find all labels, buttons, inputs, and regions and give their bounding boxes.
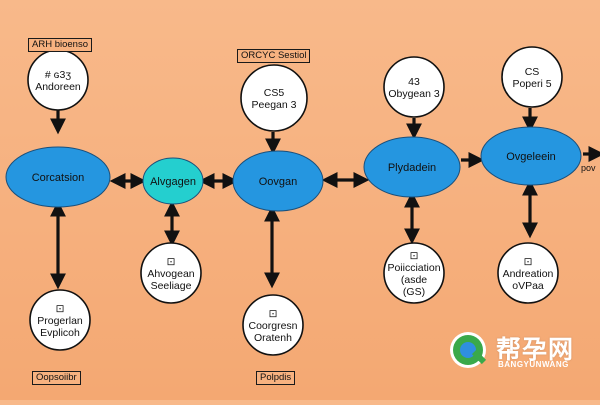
- logo-text-cn: 帮孕网: [496, 335, 575, 364]
- logo-mark-icon: [450, 332, 487, 368]
- nodes-group: Corcatsion Alvgagen Oovgan Plydadein Ovgelee…: [5, 46, 582, 356]
- detail-node-text-s6-2: Seeliage: [151, 280, 192, 292]
- detail-node-s2[interactable]: [240, 64, 308, 132]
- bottom-label-center: Polpdis: [256, 371, 296, 385]
- top-label-left: ARH bioenso: [28, 38, 92, 52]
- detail-node-s6[interactable]: [140, 242, 202, 304]
- detail-node-text-s7-2: Oratenh: [254, 332, 292, 344]
- detail-node-text-s1-0: # ԍ3ʒ: [45, 69, 71, 81]
- watermark-logo: 帮孕网 BANGYUNWANG: [446, 328, 596, 376]
- detail-node-s3[interactable]: [383, 56, 445, 118]
- edges-group: [50, 108, 600, 290]
- detail-node-s7[interactable]: [242, 294, 304, 356]
- detail-node-s5[interactable]: [29, 289, 91, 351]
- top-label-center: ORCYC Sestiol: [237, 49, 311, 63]
- main-node-m5[interactable]: [480, 126, 582, 186]
- detail-node-s4[interactable]: [501, 46, 563, 108]
- main-node-label-m2: Alvgagen: [150, 176, 196, 188]
- main-node-label-m5: Ovgeleein: [506, 151, 556, 163]
- detail-node-s8[interactable]: [383, 242, 445, 304]
- detail-node-text-s7-1: Coorgresn: [248, 320, 297, 332]
- main-node-m4[interactable]: [363, 136, 461, 198]
- detail-node-text-s3-0: 43: [408, 76, 420, 88]
- detail-node-text-s8-3: (GS): [403, 286, 425, 298]
- detail-node-text-s7-0: ⊡: [269, 308, 278, 320]
- detail-node-text-s5-1: Progerlan: [37, 315, 83, 327]
- main-node-label-m3: Oovgan: [259, 176, 298, 188]
- detail-node-text-s8-2: (asde: [401, 274, 427, 286]
- detail-node-text-s2-0: CS5: [264, 87, 285, 99]
- detail-node-text-s2-1: Peegan 3: [252, 99, 297, 111]
- detail-node-text-s9-0: ⊡: [524, 256, 533, 268]
- detail-node-text-s9-2: oVPaa: [512, 280, 544, 292]
- detail-node-text-s8-0: ⊡: [410, 250, 419, 262]
- detail-node-text-s5-0: ⊡: [56, 303, 65, 315]
- main-node-m1[interactable]: [5, 146, 111, 208]
- detail-node-text-s1-1: Andoreen: [35, 81, 81, 93]
- detail-node-text-s5-2: Evplicoh: [40, 327, 80, 339]
- detail-node-text-s3-1: Obygean 3: [388, 88, 440, 100]
- main-node-label-m4: Plydadein: [388, 162, 436, 174]
- detail-node-s9[interactable]: [497, 242, 559, 304]
- logo-text-en: BANGYUNWANG: [498, 360, 569, 369]
- detail-node-text-s9-1: Andreation: [503, 268, 554, 280]
- detail-node-text-s6-0: ⊡: [167, 256, 176, 268]
- detail-node-text-s8-1: Poiicciation: [387, 262, 440, 274]
- detail-node-text-s4-1: Poperi 5: [512, 78, 551, 90]
- main-node-label-m1: Corcatsion: [32, 172, 85, 184]
- bottom-label-left: Oopsoiibr: [32, 371, 81, 385]
- main-node-m2[interactable]: [142, 157, 204, 205]
- detail-node-text-s4-0: CS: [525, 66, 540, 78]
- detail-node-text-s6-1: Ahvogean: [147, 268, 194, 280]
- edge-label-right: pov: [581, 163, 596, 173]
- main-node-m3[interactable]: [232, 150, 324, 212]
